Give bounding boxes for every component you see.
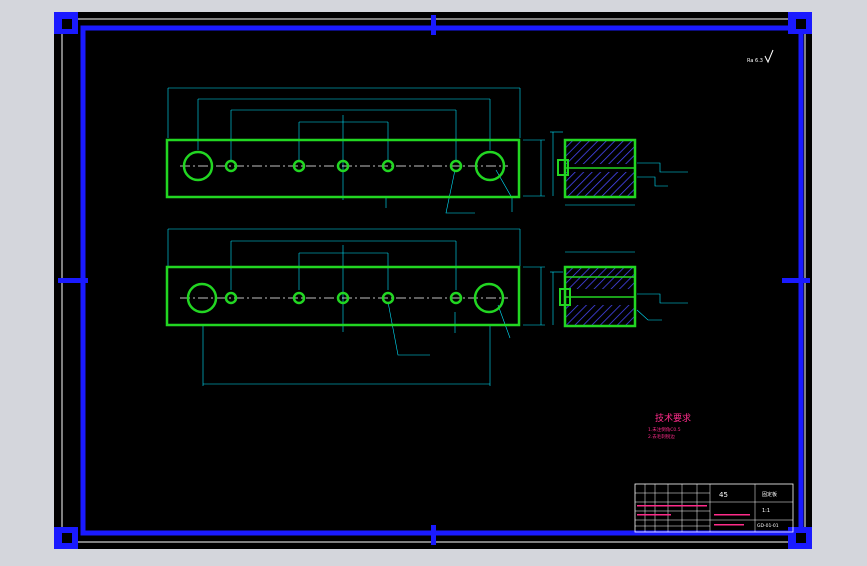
roughness-label: Ra 6.3 [747, 58, 763, 64]
section-view-bottom[interactable] [550, 251, 688, 328]
small-hole [336, 159, 350, 173]
technical-notes: 技术要求 1.未注倒角C0.5 2.去毛刺锐边 [648, 412, 691, 440]
material-value: 45 [719, 491, 728, 499]
small-hole [449, 159, 463, 173]
section-view-top[interactable] [550, 131, 688, 206]
small-hole [224, 291, 238, 305]
large-hole-right [474, 150, 506, 182]
large-hole-right [473, 282, 505, 314]
drawing-sheet [54, 12, 812, 549]
small-hole [224, 159, 238, 173]
notes-line-2: 2.去毛刺锐边 [648, 433, 675, 440]
small-hole [381, 159, 395, 173]
plate-outline [165, 265, 521, 327]
roughness-symbol: Ra 6.3 [747, 49, 774, 64]
drawing-number: GD-01-01 [757, 523, 779, 529]
title-block[interactable]: 45 固定板 1:1 GD-01-01 [634, 483, 794, 533]
notes-line-1: 1.未注倒角C0.5 [648, 426, 681, 433]
small-hole [449, 291, 463, 305]
part-view-bottom[interactable] [165, 228, 545, 386]
large-hole-left [182, 150, 214, 182]
small-hole [292, 159, 306, 173]
large-hole-left [186, 282, 218, 314]
part-view-top[interactable] [165, 87, 545, 214]
edge-center-markers [58, 15, 810, 545]
small-hole [336, 291, 350, 305]
small-hole [381, 291, 395, 305]
corner-grip-notches [62, 19, 806, 543]
notes-title: 技术要求 [655, 412, 691, 424]
part-name: 固定板 [762, 491, 777, 498]
scale-value: 1:1 [762, 508, 770, 514]
plate-outline [165, 138, 521, 199]
small-hole [292, 291, 306, 305]
